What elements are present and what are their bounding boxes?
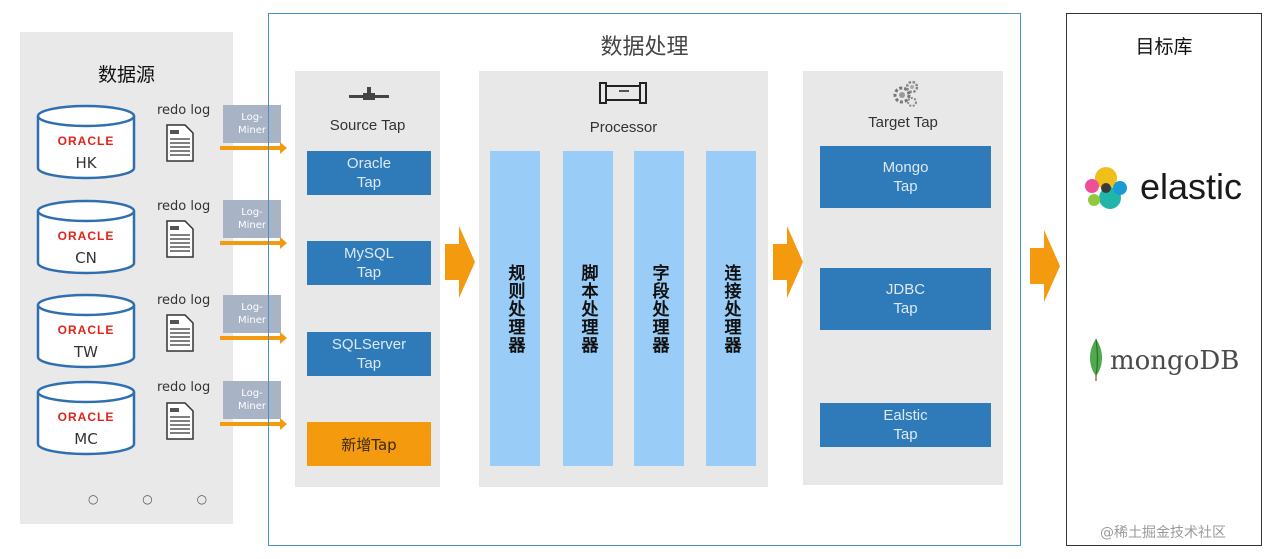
log-file-icon [166,124,194,162]
script-processor: 脚本处理器 [563,151,613,466]
redo-log-label: redo log [157,199,211,214]
elastic-logo-text: elastic [1140,166,1243,207]
redo-log-label: redo log [157,293,211,308]
database-icon [36,104,136,180]
field-processor: 字段处理器 [634,151,684,466]
log-file-icon [166,402,194,440]
processing-title: 数据处理 [600,35,689,60]
db-location: MC [74,430,98,448]
oracle-tap: Oracle Tap [307,151,431,195]
jdbc-tap: JDBC Tap [820,268,991,330]
rule-processor: 规则处理器 [490,151,540,466]
source-tap-title: Source Tap [329,117,406,134]
flow-arrow [220,142,287,154]
oracle-brand: ORACLE [57,134,115,148]
pipe-connector-icon [349,86,389,104]
log-file-icon [166,220,194,258]
sqlserver-tap: SQLServer Tap [307,332,431,376]
processor-label: 连接处理器 [720,263,741,354]
oracle-brand: ORACLE [57,410,115,424]
redo-log-label: redo log [157,103,211,118]
new-tap: 新增Tap [307,422,431,466]
oracle-db-cn: ORACLE CN [35,199,137,275]
processing-frame [268,13,1021,546]
target-db-title: 目标库 [1135,36,1193,58]
flow-arrow-large [445,226,475,298]
target-tap-title: Target Tap [868,114,938,131]
watermark: @稀土掘金技术社区 [1100,525,1226,541]
processor-pipe-icon [599,80,647,106]
target-db-panel [1066,13,1262,546]
flow-arrow [220,237,287,249]
mongodb-logo-text: mongoDB [1110,346,1240,376]
more-sources-dots: ○ ○ ○ [88,492,228,506]
db-location: TW [74,343,98,361]
logminer-box: Log- Miner [223,381,281,419]
mongodb-leaf-icon [1086,338,1106,382]
database-icon [36,199,136,275]
database-icon [36,380,136,456]
processor-label: 脚本处理器 [577,263,598,354]
db-location: HK [75,154,97,172]
log-file-icon [166,314,194,352]
processor-label: 规则处理器 [504,263,525,354]
elastic-logo-icon [1082,164,1130,212]
logminer-box: Log- Miner [223,200,281,238]
flow-arrow [220,332,287,344]
oracle-brand: ORACLE [57,229,115,243]
oracle-brand: ORACLE [57,323,115,337]
processor-label: 字段处理器 [648,263,669,354]
logminer-box: Log- Miner [223,295,281,333]
join-processor: 连接处理器 [706,151,756,466]
gears-icon [891,80,919,108]
oracle-db-mc: ORACLE MC [35,380,137,456]
flow-arrow [220,418,287,430]
redo-log-label: redo log [157,380,211,395]
processor-title: Processor [589,119,658,136]
elastic-tap: Ealstic Tap [820,403,991,447]
data-source-title: 数据源 [97,64,155,86]
logminer-box: Log- Miner [223,105,281,143]
flow-arrow-large [1030,230,1060,302]
flow-arrow-large [773,226,803,298]
database-icon [36,293,136,369]
db-location: CN [75,249,97,267]
oracle-db-hk: ORACLE HK [35,104,137,180]
mongo-tap: Mongo Tap [820,146,991,208]
mysql-tap: MySQL Tap [307,241,431,285]
oracle-db-tw: ORACLE TW [35,293,137,369]
